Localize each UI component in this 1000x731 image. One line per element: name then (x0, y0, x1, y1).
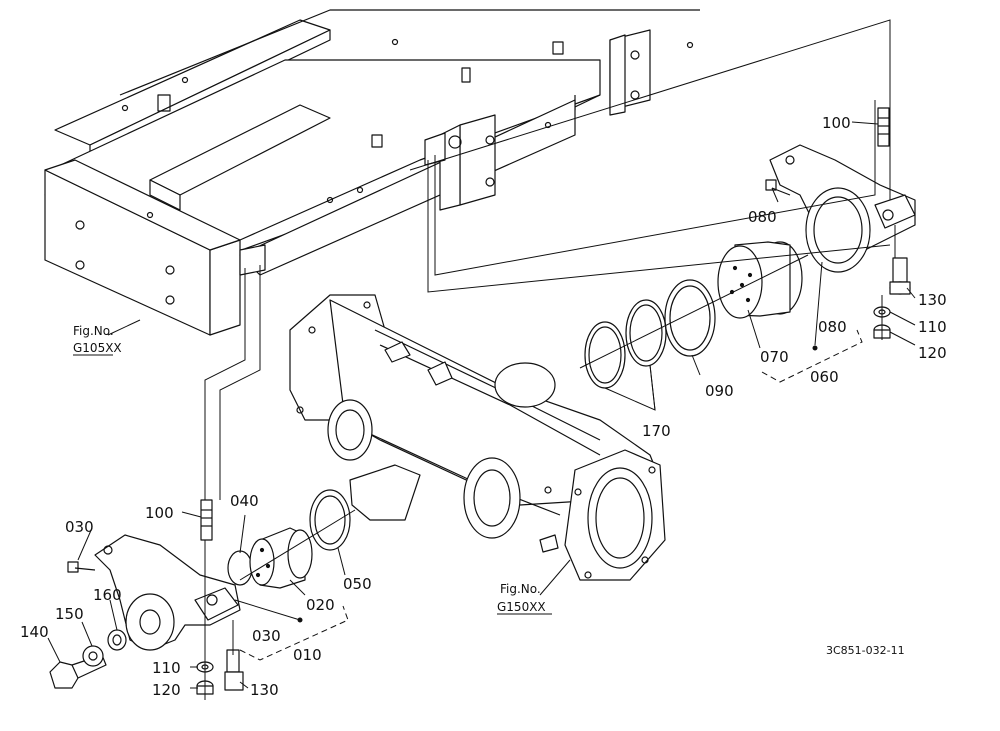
part-label: 030 (65, 518, 94, 536)
figure-ref-number: G105XX (73, 341, 122, 355)
figure-references: Fig.No. G105XX Fig.No. G150XX (73, 324, 552, 615)
part-label: 110 (918, 318, 947, 336)
part-label: 150 (55, 605, 84, 623)
part-label: 080 (748, 208, 777, 226)
part-label: 120 (918, 344, 947, 362)
part-label: 100 (822, 114, 851, 132)
part-label: 010 (293, 646, 322, 664)
part-label: 050 (343, 575, 372, 593)
part-label: 020 (306, 596, 335, 614)
part-label: 030 (252, 627, 281, 645)
part-label: 080 (818, 318, 847, 336)
part-label: 090 (705, 382, 734, 400)
part-label: 060 (810, 368, 839, 386)
part-label: 110 (152, 659, 181, 677)
figure-ref-number: G150XX (497, 600, 546, 614)
part-label: 070 (760, 348, 789, 366)
part-labels: 100 080 130 110 120 080 070 060 090 170 … (20, 114, 947, 699)
assembly-lines (204, 19, 896, 700)
part-label: 040 (230, 492, 259, 510)
part-label: 100 (145, 504, 174, 522)
leader-lines (47, 121, 916, 689)
frame-assembly (44, 9, 700, 336)
part-label: 130 (918, 291, 947, 309)
part-label: 140 (20, 623, 49, 641)
figure-ref-label: Fig.No. (500, 582, 541, 596)
part-label: 160 (93, 586, 122, 604)
figure-ref-label: Fig.No. (73, 324, 114, 338)
left-support-assembly (49, 489, 351, 695)
drawing-id: 3C851-032-11 (826, 644, 905, 657)
axle-housing (289, 294, 666, 581)
part-label: 130 (250, 681, 279, 699)
part-label: 120 (152, 681, 181, 699)
part-label: 170 (642, 422, 671, 440)
